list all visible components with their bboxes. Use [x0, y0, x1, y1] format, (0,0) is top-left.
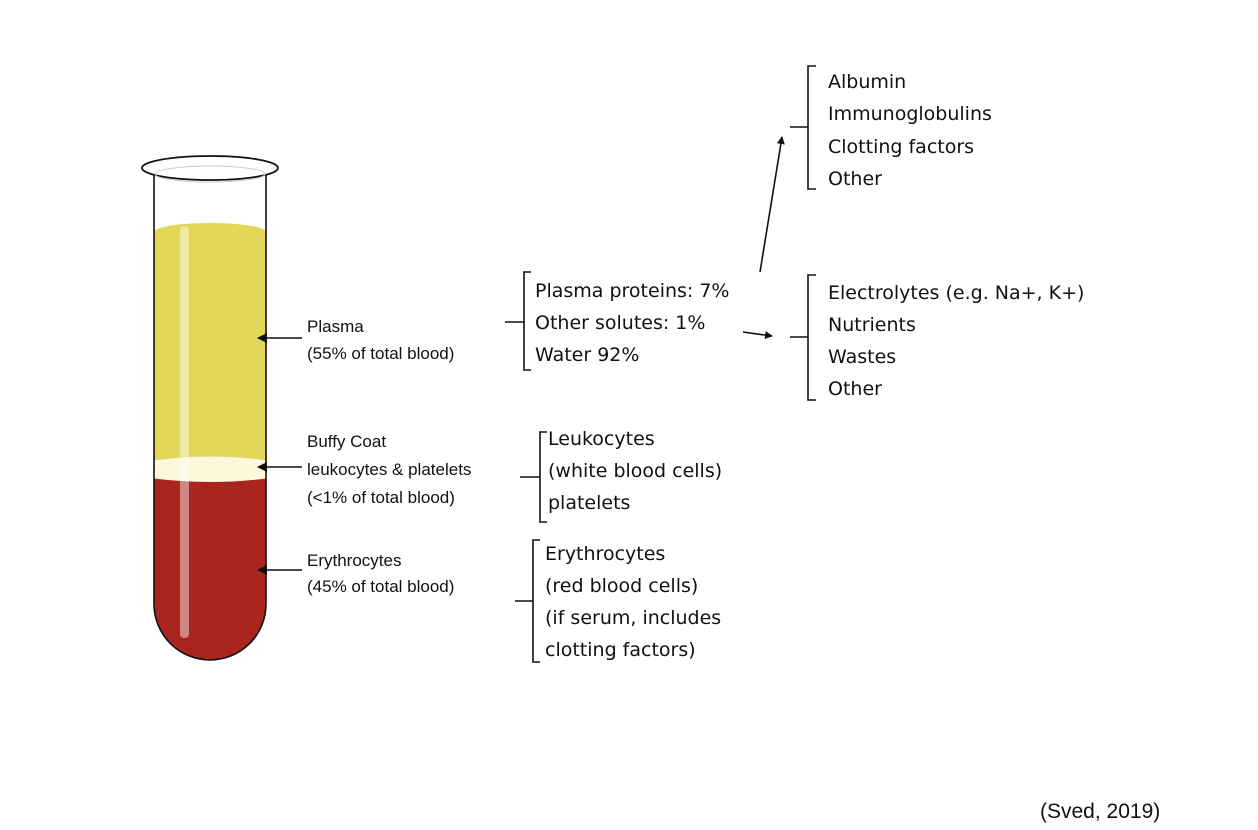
erythrocyte-components: Erythrocytes (red blood cells) (if serum…: [545, 543, 721, 661]
component-line: Plasma proteins: 7%: [535, 280, 730, 302]
label-line: (45% of total blood): [307, 577, 454, 596]
list-item: Other: [828, 378, 882, 400]
label-line: (55% of total blood): [307, 344, 454, 363]
buffy-label: Buffy Coat leukocytes & platelets (<1% o…: [307, 432, 471, 507]
list-item: Electrolytes (e.g. Na+, K+): [828, 282, 1084, 304]
list-item: Nutrients: [828, 314, 916, 336]
list-item: Leukocytes: [548, 428, 655, 450]
label-line: Buffy Coat: [307, 432, 386, 451]
component-line: Other solutes: 1%: [535, 312, 705, 334]
buffy-bracket: [520, 431, 547, 523]
list-item: platelets: [548, 492, 630, 514]
list-item: Clotting factors: [828, 136, 974, 158]
citation: (Sved, 2019): [1040, 800, 1160, 823]
label-line: Plasma: [307, 317, 364, 336]
plasma-label: Plasma (55% of total blood): [307, 317, 454, 363]
list-item: Immunoglobulins: [828, 103, 992, 125]
plasma-bracket: [505, 271, 531, 371]
label-line: leukocytes & platelets: [307, 460, 471, 479]
plasma-proteins-list: Albumin Immunoglobulins Clotting factors…: [828, 71, 992, 190]
erythrocyte-bracket: [515, 539, 540, 663]
label-line: (<1% of total blood): [307, 488, 455, 507]
erythrocyte-layer: [154, 478, 266, 660]
plasma-surface: [154, 223, 266, 241]
list-item: (if serum, includes: [545, 607, 721, 629]
plasma-components: Plasma proteins: 7% Other solutes: 1% Wa…: [535, 280, 730, 366]
list-item: Other: [828, 168, 882, 190]
list-item: clotting factors): [545, 639, 696, 661]
list-item: Erythrocytes: [545, 543, 665, 565]
list-item: (white blood cells): [548, 460, 722, 482]
tube-rim: [141, 155, 279, 181]
erythrocyte-label: Erythrocytes (45% of total blood): [307, 551, 454, 596]
proteins-bracket: [790, 65, 816, 190]
list-item: Wastes: [828, 346, 896, 368]
plasma-layer: [154, 232, 266, 464]
buffy-coat-layer: [154, 456, 266, 482]
buffy-components: Leukocytes (white blood cells) platelets: [548, 428, 722, 514]
list-item: Albumin: [828, 71, 906, 93]
glass-highlight: [180, 226, 189, 638]
test-tube: [141, 155, 279, 661]
other-solutes-list: Electrolytes (e.g. Na+, K+) Nutrients Wa…: [828, 282, 1084, 400]
list-item: (red blood cells): [545, 575, 698, 597]
label-line: Erythrocytes: [307, 551, 401, 570]
solutes-arrow: [742, 331, 773, 340]
proteins-arrow: [759, 136, 785, 273]
component-line: Water 92%: [535, 344, 639, 366]
solutes-bracket: [790, 274, 816, 401]
